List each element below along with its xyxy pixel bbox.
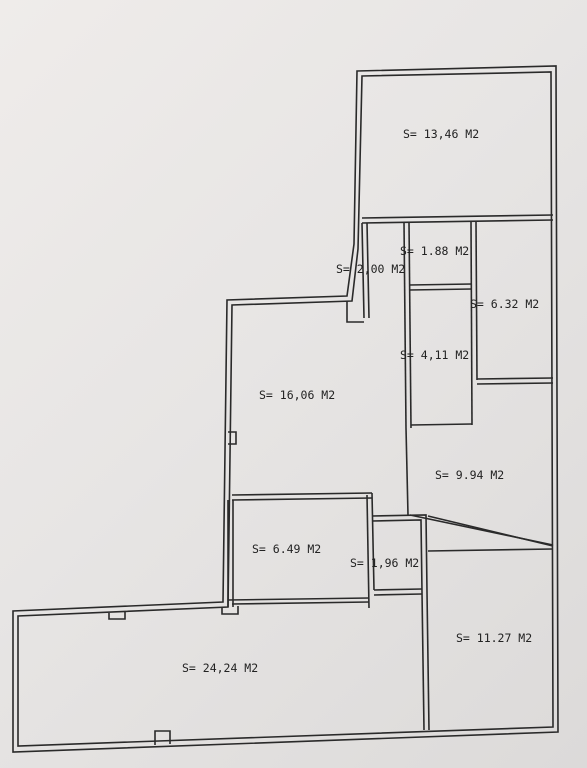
room-label-9-94: S= 9.94 M2 <box>435 468 504 482</box>
room-label-11-27: S= 11.27 M2 <box>456 631 532 645</box>
room-label-16-06: S= 16,06 M2 <box>259 388 335 402</box>
room-label-1-96: S= 1,96 M2 <box>350 556 419 570</box>
room-label-13-46: S= 13,46 M2 <box>403 127 479 141</box>
room-label-6-32: S= 6.32 M2 <box>470 297 539 311</box>
room-label-1-88: S= 1.88 M2 <box>400 244 469 258</box>
room-label-24-24: S= 24,24 M2 <box>182 661 258 675</box>
outer-wall <box>12 65 559 753</box>
room-label-6-49: S= 6.49 M2 <box>252 542 321 556</box>
interior-walls <box>108 214 554 745</box>
room-label-2-00: S= 2,00 M2 <box>336 262 405 276</box>
room-label-4-11: S= 4,11 M2 <box>400 348 469 362</box>
